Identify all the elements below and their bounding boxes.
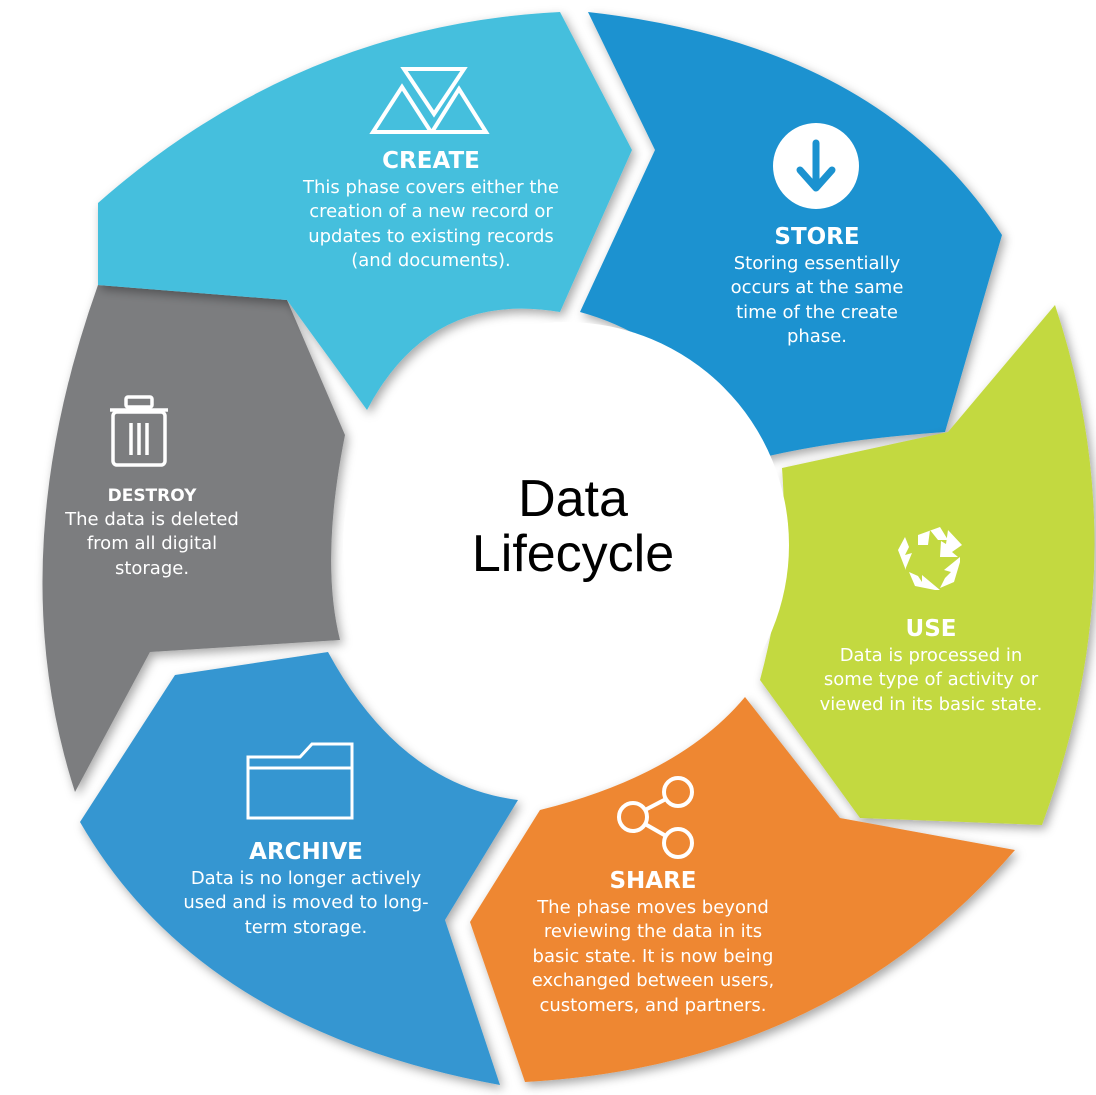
store-description: Storing essentially occurs at the same t…: [730, 253, 904, 348]
destroy-label: DESTROY The data is deleted from all dig…: [62, 488, 242, 581]
use-title: USE: [905, 616, 957, 642]
title-line-2: Lifecycle: [471, 524, 675, 583]
create-segment: [98, 12, 632, 410]
use-description: Data is processed in some type of activi…: [819, 645, 1043, 715]
title-line-1: Data: [518, 470, 628, 528]
store-segment: [580, 12, 1002, 460]
download-arrow-icon: [773, 123, 859, 209]
diagram-title: Data Lifecycle: [388, 472, 758, 581]
destroy-description: The data is deleted from all digital sto…: [65, 509, 239, 579]
share-description: The phase moves beyond reviewing the dat…: [531, 897, 775, 1016]
create-description: This phase covers either the creation of…: [303, 177, 559, 272]
create-title: CREATE: [382, 148, 480, 174]
destroy-title: DESTROY: [107, 486, 197, 506]
store-label: STORE Storing essentially occurs at the …: [722, 226, 912, 350]
recycle-arrows-icon: [898, 527, 962, 590]
share-icon: [617, 776, 694, 859]
use-label: USE Data is processed in some type of ac…: [815, 618, 1047, 717]
archive-title: ARCHIVE: [249, 839, 363, 865]
folder-icon: [246, 742, 354, 820]
archive-label: ARCHIVE Data is no longer actively used …: [176, 841, 436, 940]
share-segment: [470, 697, 1015, 1082]
center-circle: [343, 322, 789, 768]
archive-segment: [80, 652, 518, 1085]
share-title: SHARE: [609, 868, 697, 894]
archive-description: Data is no longer actively used and is m…: [183, 868, 429, 938]
share-label: SHARE The phase moves beyond reviewing t…: [518, 870, 788, 1018]
triangles-icon: [369, 67, 490, 134]
use-segment: [760, 305, 1095, 825]
store-title: STORE: [774, 224, 860, 250]
create-label: CREATE This phase covers either the crea…: [286, 150, 576, 274]
trash-icon: [110, 395, 168, 467]
